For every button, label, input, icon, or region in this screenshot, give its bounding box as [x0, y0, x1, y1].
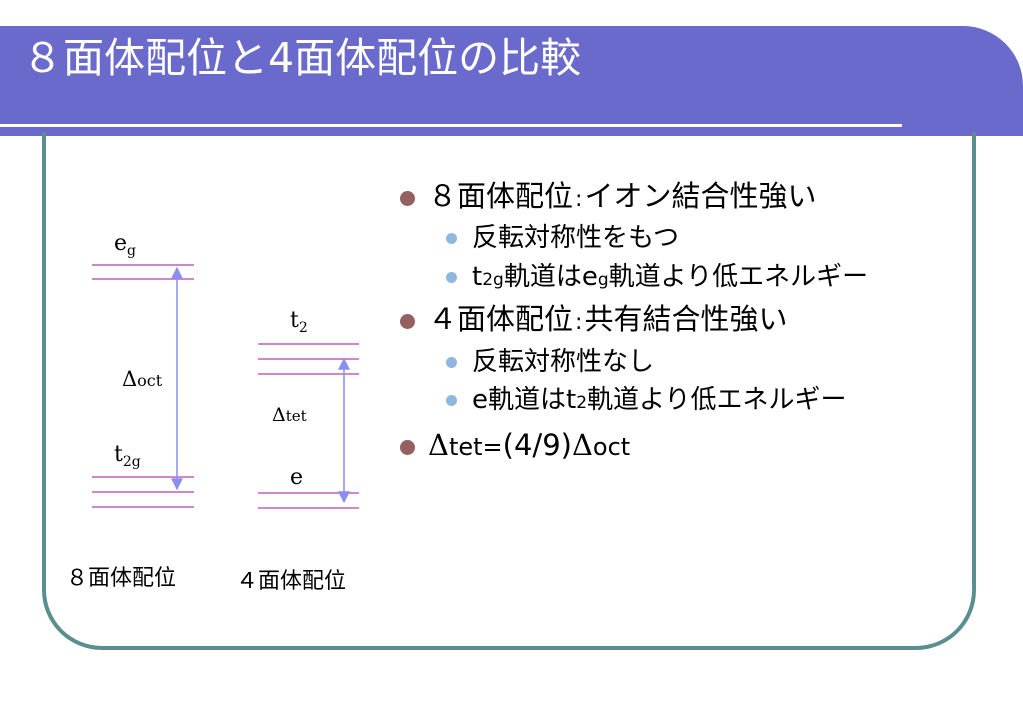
bullet-oct-inversion: 反転対称性をもつ [398, 222, 978, 255]
bullet-oct-energy: t2g軌道はeg軌道より低エネルギー [398, 261, 978, 294]
oct-t2g-label: t2g [114, 442, 141, 470]
slide-title: ８面体配位と4面体配位の比較 [22, 34, 582, 82]
content-frame [42, 132, 976, 650]
bullet-tetrahedral: ４面体配位:共有結合性強い [398, 301, 978, 337]
bullet-delta-relation: Δtet=(4/9)Δoct [398, 427, 978, 463]
bullet-list: ８面体配位:イオン結合性強い 反転対称性をもつ t2g軌道はeg軌道より低エネル… [398, 178, 978, 471]
title-underline [0, 124, 902, 127]
oct-caption: ８面体配位 [66, 566, 177, 591]
title-bar [0, 26, 1023, 136]
tet-e-label: e [290, 465, 303, 490]
tet-gap-label: Δtet [272, 404, 307, 426]
tet-caption: ４面体配位 [236, 569, 347, 594]
oct-gap-label: Δoct [122, 367, 163, 391]
bullet-octahedral: ８面体配位:イオン結合性強い [398, 178, 978, 214]
bullet-tet-energy: e軌道はt2軌道より低エネルギー [398, 384, 978, 417]
tet-t2-label: t2 [290, 308, 308, 336]
bullet-tet-inversion: 反転対称性なし [398, 346, 978, 379]
oct-eg-label: eg [114, 231, 136, 259]
